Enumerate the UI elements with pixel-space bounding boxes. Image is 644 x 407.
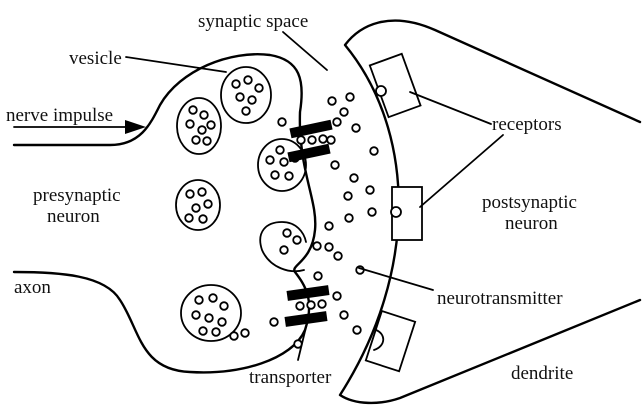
receptor-lower: [366, 311, 415, 371]
label-postsynaptic: postsynaptic: [482, 192, 577, 213]
vesicle-4: [176, 180, 220, 230]
transporter-upper: [287, 120, 332, 163]
leader-synaptic-space: [283, 32, 327, 70]
label-neurotransmitter: neurotransmitter: [437, 288, 563, 309]
leader-receptors-upper: [410, 92, 491, 124]
label-vesicle: vesicle: [69, 48, 122, 69]
label-presynaptic-neuron: neuron: [47, 206, 100, 227]
label-presynaptic: presynaptic: [33, 185, 121, 206]
label-dendrite: dendrite: [511, 363, 573, 384]
label-axon: axon: [14, 277, 51, 298]
label-nerve-impulse: nerve impulse: [6, 105, 113, 126]
receptor-upper: [370, 54, 421, 117]
label-postsynaptic-neuron: neuron: [505, 213, 558, 234]
leader-neurotransmitter: [359, 268, 433, 290]
vesicle-3: [258, 139, 306, 191]
label-synaptic-space: synaptic space: [198, 11, 308, 32]
vesicle-1: [221, 67, 271, 123]
receptor-middle: [391, 187, 422, 240]
transporter-lower: [285, 285, 330, 327]
label-receptors: receptors: [492, 114, 562, 135]
vesicle-2: [177, 98, 221, 154]
label-transporter: transporter: [249, 367, 332, 388]
